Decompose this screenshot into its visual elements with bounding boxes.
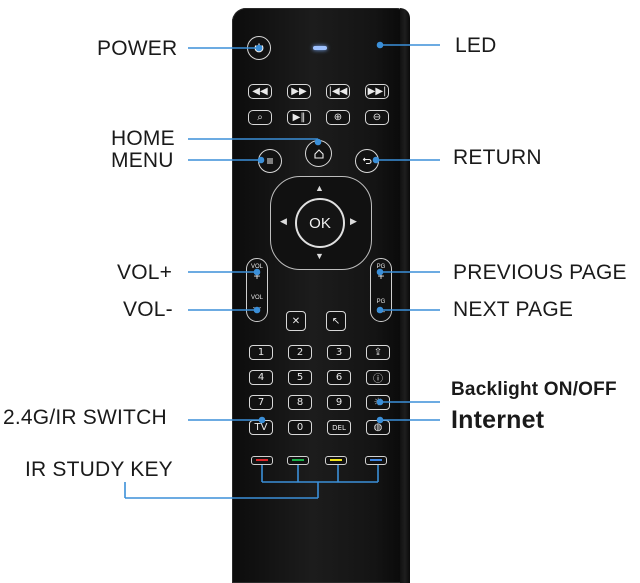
mouse-toggle-button[interactable]: ✕ <box>286 311 306 331</box>
vol-down-label: VOL <box>250 295 263 301</box>
zoom-in-icon: ⊕ <box>333 112 343 123</box>
down-arrow-icon[interactable]: ▼ <box>315 251 324 261</box>
key-9[interactable]: 9 <box>327 395 351 410</box>
delete-button[interactable]: DEL <box>327 420 351 435</box>
vol-up-label: VOL+ <box>117 261 173 284</box>
ir-study-label: IR STUDY KEY <box>25 458 173 481</box>
key-8[interactable]: 8 <box>288 395 312 410</box>
menu-icon <box>267 158 273 164</box>
green-key[interactable] <box>287 456 309 465</box>
next-track-icon: ▶▶| <box>367 86 387 97</box>
backlight-label: Backlight ON/OFF <box>451 379 617 400</box>
ok-button[interactable]: OK <box>295 198 345 248</box>
return-icon <box>362 157 372 165</box>
menu-label: MENU <box>111 149 174 172</box>
key-5[interactable]: 5 <box>288 370 312 385</box>
vol-down-label: VOL- <box>123 298 173 321</box>
mouse-button[interactable]: ↖ <box>326 311 346 331</box>
zoom-out-icon: ⊖ <box>372 112 382 123</box>
return-label: RETURN <box>453 146 542 169</box>
play-pause-button[interactable]: ▶‖ <box>287 110 311 125</box>
previous-page-label: PREVIOUS PAGE <box>453 261 627 284</box>
menu-button[interactable] <box>258 149 282 173</box>
search-icon: ⌕ <box>257 112 263 123</box>
caps-button[interactable]: ⇪ <box>366 345 390 360</box>
internet-label: Internet <box>451 406 545 434</box>
pg-plus-label: + <box>377 269 385 283</box>
key-2[interactable]: 2 <box>288 345 312 360</box>
zoom-out-button[interactable]: ⊖ <box>365 110 389 125</box>
red-key[interactable] <box>251 456 273 465</box>
info-button[interactable]: ⓘ <box>366 370 390 385</box>
rewind-icon: ◀◀ <box>252 86 268 97</box>
mouse-off-icon: ✕ <box>291 315 301 327</box>
globe-icon: ◍ <box>373 422 383 433</box>
fast-forward-icon: ▶▶ <box>291 86 307 97</box>
search-button[interactable]: ⌕ <box>248 110 272 125</box>
power-label: POWER <box>97 37 178 60</box>
cursor-icon: ↖ <box>331 315 341 327</box>
key-7[interactable]: 7 <box>249 395 273 410</box>
vol-plus-label: + <box>253 269 261 283</box>
blue-key[interactable] <box>365 456 387 465</box>
key-1[interactable]: 1 <box>249 345 273 360</box>
page-rocker[interactable]: PG + PG — <box>370 258 392 322</box>
vol-up-label: VOL <box>250 264 263 270</box>
info-icon: ⓘ <box>373 374 383 385</box>
rewind-button[interactable]: ◀◀ <box>248 84 272 99</box>
home-label: HOME <box>111 127 175 150</box>
previous-track-icon: |◀◀ <box>328 86 348 97</box>
key-4[interactable]: 4 <box>249 370 273 385</box>
pg-down-label: PG <box>376 299 386 305</box>
next-page-label: NEXT PAGE <box>453 298 574 321</box>
zoom-in-button[interactable]: ⊕ <box>326 110 350 125</box>
fast-forward-button[interactable]: ▶▶ <box>287 84 311 99</box>
next-track-button[interactable]: ▶▶| <box>365 84 389 99</box>
led-label: LED <box>455 34 497 57</box>
pg-up-label: PG <box>376 264 386 270</box>
caps-icon: ⇪ <box>373 347 383 358</box>
home-icon <box>313 148 324 159</box>
previous-track-button[interactable]: |◀◀ <box>326 84 350 99</box>
led-indicator <box>313 46 327 50</box>
key-6[interactable]: 6 <box>327 370 351 385</box>
play-pause-icon: ▶‖ <box>292 112 306 123</box>
key-0[interactable]: 0 <box>288 420 312 435</box>
key-3[interactable]: 3 <box>327 345 351 360</box>
switch-label: 2.4G/IR SWITCH <box>3 406 167 429</box>
yellow-key[interactable] <box>325 456 347 465</box>
up-arrow-icon[interactable]: ▲ <box>315 183 324 193</box>
left-arrow-icon[interactable]: ◀ <box>280 216 287 226</box>
right-arrow-icon[interactable]: ▶ <box>350 216 357 226</box>
ok-label: OK <box>309 214 331 232</box>
